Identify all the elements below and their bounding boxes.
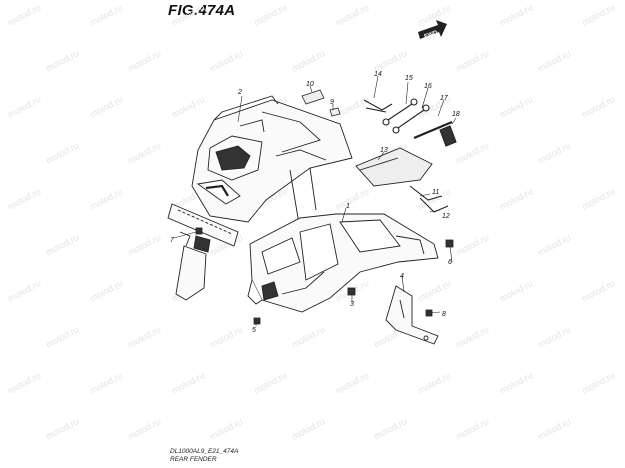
watermark-text: motod.ru (454, 48, 490, 74)
callout-8: 8 (442, 311, 446, 318)
callout-17: 17 (440, 95, 449, 102)
watermark-text: motod.ru (536, 416, 572, 442)
watermark-text: motod.ru (454, 232, 490, 258)
callout-13: 13 (380, 147, 388, 154)
watermark-text: motod.ru (170, 370, 206, 396)
watermark-text: motod.ru (536, 48, 572, 74)
fwd-label: FWD (424, 30, 440, 41)
callout-10: 10 (306, 81, 314, 88)
callout-6: 6 (448, 259, 452, 266)
callout-14: 14 (374, 71, 382, 78)
watermark-text: motod.ru (126, 416, 162, 442)
watermark-text: motod.ru (454, 140, 490, 166)
watermark-text: motod.ru (208, 324, 244, 350)
fwd-arrow-icon: FWD (418, 20, 447, 40)
watermark-text: motod.ru (44, 48, 80, 74)
watermark-text: motod.ru (6, 278, 42, 304)
watermark-text: motod.ru (498, 370, 534, 396)
watermark-text: motod.ru (252, 370, 288, 396)
watermark-text: motod.ru (498, 186, 534, 212)
watermark-text: motod.ru (498, 94, 534, 120)
part-tools (363, 98, 457, 213)
callout-1: 1 (346, 203, 350, 210)
part-license-bracket (167, 203, 239, 301)
watermark-text: motod.ru (126, 324, 162, 350)
callout-7: 7 (170, 237, 175, 244)
model-code: DL1000AL9_E21_474A (170, 448, 239, 455)
part-hardware (195, 227, 454, 325)
watermark-text: motod.ru (252, 2, 288, 28)
watermark-text: motod.ru (334, 186, 370, 212)
part-pad (301, 89, 341, 117)
watermark-text: motod.ru (334, 94, 370, 120)
watermark-text: motod.ru (44, 140, 80, 166)
watermark-text: motod.ru (290, 324, 326, 350)
watermark-text: motod.ru (44, 324, 80, 350)
callout-2: 2 (237, 89, 242, 96)
watermark-text: motod.ru (536, 140, 572, 166)
part-rear-cowl (191, 95, 353, 231)
watermark-text: motod.ru (498, 278, 534, 304)
watermark-text: motod.ru (88, 94, 124, 120)
part-bracket (385, 285, 439, 345)
watermark-text: motod.ru (126, 48, 162, 74)
watermark-text: motod.ru (334, 370, 370, 396)
figure-title: FIG.474A (168, 2, 236, 19)
watermark-text: motod.ru (580, 278, 616, 304)
watermark-text: motod.ru (88, 278, 124, 304)
watermark-text: motod.ru (126, 232, 162, 258)
watermark-text: motod.ru (208, 416, 244, 442)
watermark-text: motod.ru (454, 416, 490, 442)
callout-5: 5 (252, 327, 256, 334)
watermark-text: motod.ru (580, 370, 616, 396)
watermark-text: motod.ru (454, 324, 490, 350)
part-tool-bag (355, 147, 433, 187)
watermark-text: motod.ru (88, 370, 124, 396)
watermark-text: motod.ru (6, 370, 42, 396)
callout-15: 15 (405, 75, 413, 82)
watermark-text: motod.ru (170, 2, 206, 28)
callout-11: 11 (432, 189, 439, 196)
callout-4: 4 (400, 273, 404, 280)
watermark-text: motod.ru (290, 48, 326, 74)
watermark-text: motod.ru (44, 232, 80, 258)
watermark-text: motod.ru (372, 48, 408, 74)
watermark-text: motod.ru (536, 232, 572, 258)
watermark-text: motod.ru (6, 186, 42, 212)
watermark-text: motod.ru (580, 186, 616, 212)
watermark-text: motod.ru (290, 416, 326, 442)
watermark-text: motod.ru (126, 140, 162, 166)
watermark-text: motod.ru (580, 94, 616, 120)
watermark-text: motod.ru (416, 278, 452, 304)
leader-lines (173, 75, 457, 326)
watermark-text: motod.ru (6, 94, 42, 120)
figure-caption: REAR FENDER (170, 456, 217, 463)
watermark-text: motod.ru (334, 2, 370, 28)
callout-12: 12 (442, 213, 450, 220)
callout-18: 18 (452, 111, 460, 118)
watermark-text: motod.ru (6, 2, 42, 28)
callout-3: 3 (350, 301, 354, 308)
watermark-text: motod.ru (580, 2, 616, 28)
watermark-text: motod.ru (372, 416, 408, 442)
watermark-text: motod.ru (498, 2, 534, 28)
watermark-text: motod.ru (88, 2, 124, 28)
watermark-text: motod.ru (44, 416, 80, 442)
callout-16: 16 (424, 83, 432, 90)
part-rear-fender (247, 213, 439, 313)
watermark-text: motod.ru (416, 2, 452, 28)
watermark-text: motod.ru (536, 324, 572, 350)
watermark-text: motod.ru (170, 94, 206, 120)
watermark-text: motod.ru (88, 186, 124, 212)
watermark-text: motod.ru (416, 370, 452, 396)
callout-9: 9 (330, 99, 334, 106)
watermark-text: motod.ru (208, 48, 244, 74)
